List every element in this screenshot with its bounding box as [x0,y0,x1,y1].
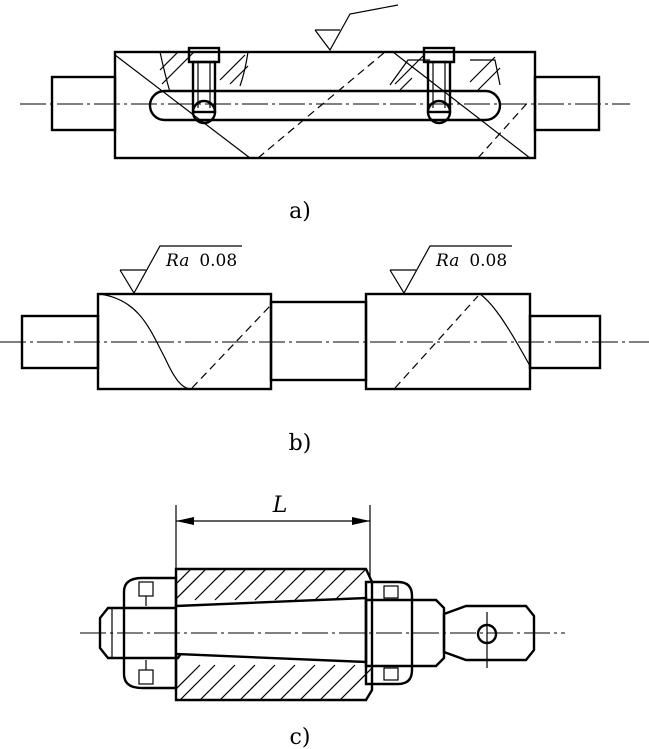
fig-c-left-nut-screw-bottom [138,660,154,685]
fig-c-right-nut [364,580,414,686]
fig-c-dimension-label: L [272,493,288,518]
fig-a-slot [148,89,502,122]
fig-b-roughness-right: Ra 0.08 [389,245,512,295]
fig-b-ra-value-right: 0.08 [469,251,507,271]
fig-b-helix-dashed-left [191,305,271,389]
figure-b: Ra 0.08 Ra 0.08 b) [0,245,649,456]
fig-a-screw-right [422,46,456,125]
fig-a-helix-solid-left [114,54,251,159]
fig-a-wedge-left-outline [159,51,171,93]
fig-b-ra-symbol-right: Ra [435,251,459,271]
fig-a-hatch [159,52,501,91]
fig-b-roughness-left: Ra 0.08 [119,245,242,295]
fig-b-helix-solid-left [99,293,191,390]
fig-a-screw-left [187,46,221,125]
fig-c-right-shaft-end [442,604,536,662]
fig-a-caption: a) [289,199,311,224]
fig-a-wedge-right-outline-2 [470,59,501,86]
fig-c-right-nut-screw-bottom [383,667,399,681]
fig-a-body [113,50,537,160]
fig-c-right-shaft-collar [364,598,446,668]
fig-c-left-nut-screw-top [138,581,154,606]
fig-b-caption: b) [289,431,312,456]
fig-a-helix-solid-right [392,51,531,159]
fig-c-dimension: L [175,493,371,576]
fig-b-helix-solid-right [479,293,531,367]
fig-c-right-nut-screw-top [383,585,399,599]
fig-a-wedge-right-outline [389,59,430,86]
fig-c-tapered-bore [174,596,368,664]
figure-c: L [80,493,565,749]
fig-a-helix-dashed-left [257,51,386,159]
svg-text:Ra 0.08: Ra 0.08 [435,251,507,271]
fig-b-neck [269,300,368,382]
fig-a-helix-dashed-right [477,99,531,159]
fig-c-sleeve-hatch [176,569,372,700]
fig-a-wedge-left-outline-2 [239,51,249,87]
fig-a-roughness-symbol [314,4,399,52]
fig-c-caption: c) [290,725,311,749]
fig-b-ra-symbol-left: Ra [165,251,189,271]
fig-c-sleeve [174,567,374,702]
svg-text:Ra 0.08: Ra 0.08 [165,251,237,271]
fig-b-helix-dashed-right [394,295,479,389]
figure-a: a) [20,4,630,224]
fig-b-ra-value-left: 0.08 [199,251,237,271]
